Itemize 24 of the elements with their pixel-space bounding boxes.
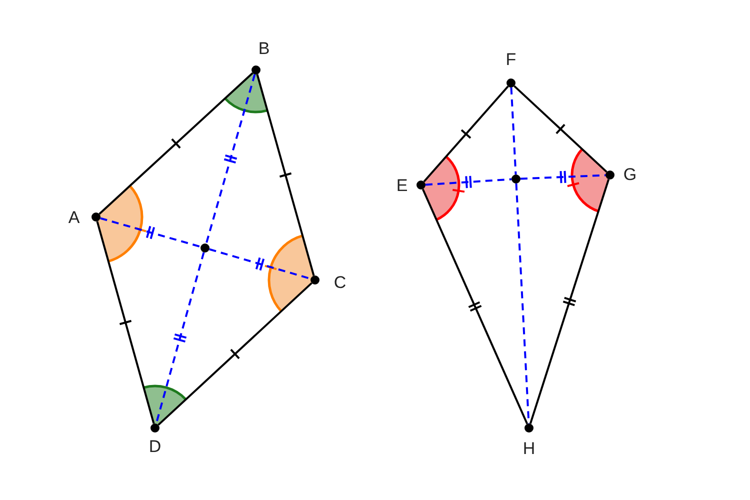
- point-label: G: [623, 165, 637, 184]
- point-label: E: [396, 176, 408, 195]
- diagonal-line: [515, 183, 530, 424]
- point-label: C: [334, 273, 346, 292]
- point-label: A: [68, 208, 80, 227]
- diagonal-line: [510, 87, 517, 175]
- diagonal-line: [425, 178, 512, 186]
- side-line: [158, 282, 312, 426]
- side-line: [98, 72, 254, 215]
- diagonal-line: [155, 252, 205, 424]
- diagonal-line: [205, 74, 256, 244]
- diagonal-line: [520, 174, 606, 180]
- point-label: D: [148, 437, 162, 456]
- side-line: [422, 188, 528, 424]
- side-line: [423, 86, 509, 182]
- side-line: [529, 178, 610, 424]
- point-label: H: [522, 439, 536, 458]
- side-line: [514, 85, 608, 173]
- point-label: F: [506, 50, 516, 69]
- side-line: [256, 74, 315, 276]
- side-line: [96, 221, 155, 424]
- point-label: B: [258, 39, 270, 58]
- diagonal-line: [100, 217, 201, 248]
- diagonal-line: [209, 248, 311, 280]
